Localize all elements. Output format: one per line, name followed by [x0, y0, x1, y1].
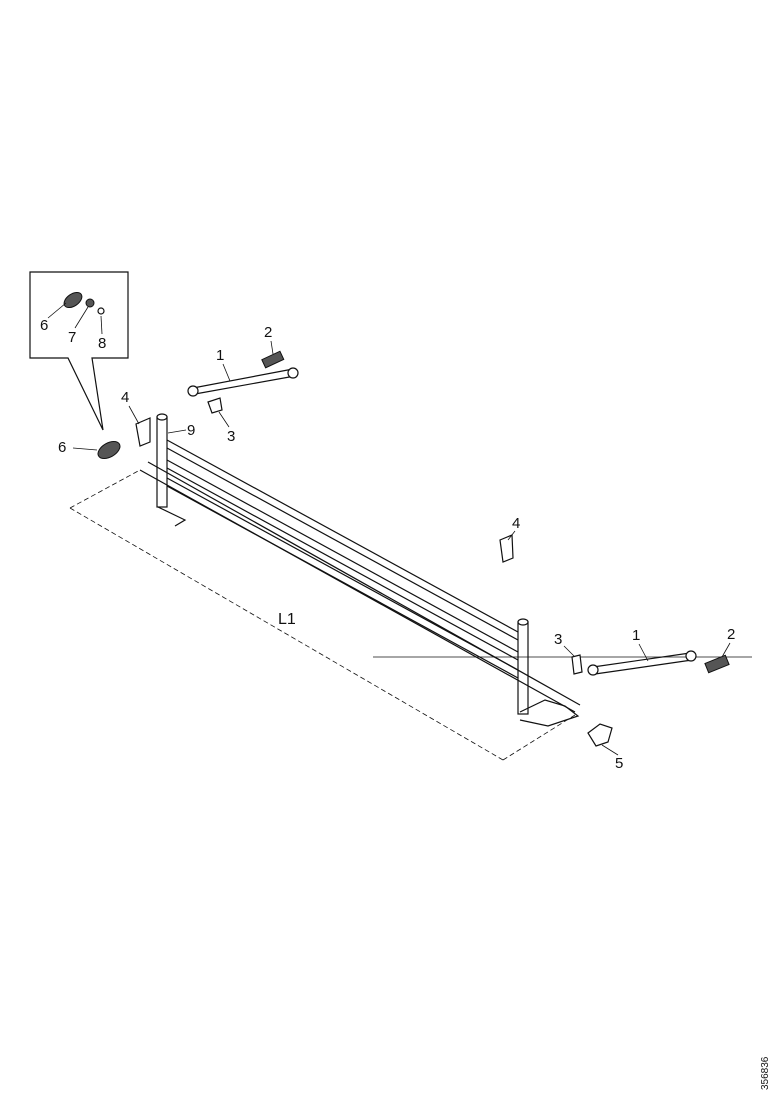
detail-part-8 [97, 307, 105, 315]
rack-frame: 9 [139, 413, 581, 727]
callout-4-right: 4 [512, 515, 520, 532]
bracket-2-right [704, 654, 730, 674]
callout-1: 1 [216, 347, 224, 364]
clip-3-left [207, 397, 223, 414]
detail-inset: 6 7 8 [29, 271, 129, 431]
plate-5-right: 5 [587, 723, 623, 772]
bracket-2-left [261, 350, 285, 369]
callout-6: 6 [58, 439, 66, 456]
detail-part-6 [63, 291, 83, 309]
callout-6-inset: 6 [40, 317, 48, 334]
callout-4: 4 [121, 389, 129, 406]
callout-2-right: 2 [727, 626, 735, 643]
clip-3-right [571, 654, 583, 675]
callout-8: 8 [98, 335, 106, 352]
callout-2: 2 [264, 324, 272, 341]
callout-3-right: 3 [554, 631, 562, 648]
bracket-4-left: 4 [121, 389, 151, 447]
callout-5: 5 [615, 755, 623, 772]
dimension-l1: L1 [69, 469, 576, 761]
callout-7: 7 [68, 329, 76, 346]
callout-9: 9 [187, 422, 195, 439]
part-6-hub: 6 [58, 439, 121, 460]
tie-rod-left: 1 2 3 [187, 324, 299, 445]
bracket-4-right: 4 [499, 515, 520, 563]
dimension-label: L1 [278, 611, 296, 628]
callout-1-right: 1 [632, 627, 640, 644]
figure-id: 356836 [760, 1056, 771, 1090]
detail-part-7 [85, 298, 95, 308]
callout-3: 3 [227, 428, 235, 445]
tie-rod-right: 3 1 2 [554, 626, 735, 676]
